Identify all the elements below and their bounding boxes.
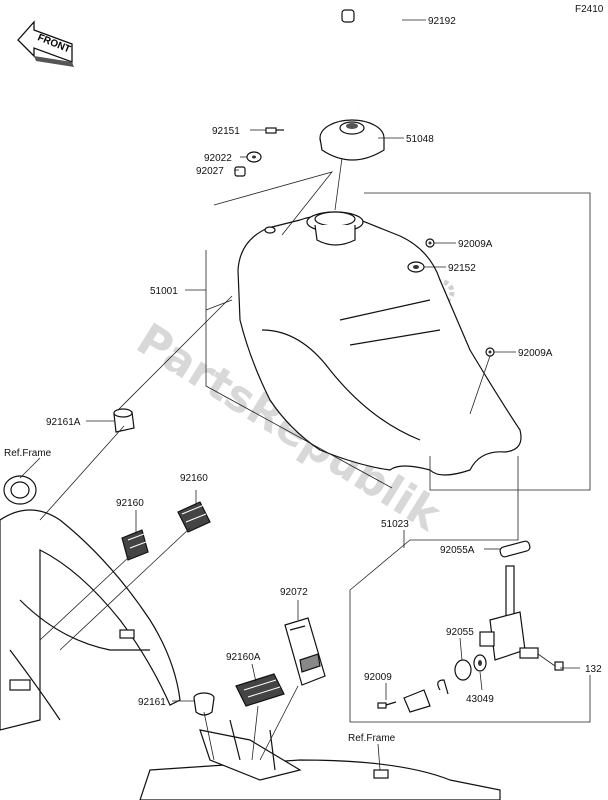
fuel-cap bbox=[319, 119, 385, 161]
frame-left bbox=[0, 475, 181, 731]
label-92009a-upper: 92009A bbox=[458, 239, 493, 250]
pad-92072 bbox=[284, 617, 326, 686]
figure-code: F2410 bbox=[575, 4, 604, 15]
bolt-92009a-lower bbox=[485, 347, 495, 357]
label-92160-right: 92160 bbox=[180, 473, 208, 484]
label-92055: 92055 bbox=[446, 627, 474, 638]
washer-92152 bbox=[407, 261, 425, 273]
label-92161: 92161 bbox=[138, 697, 166, 708]
label-92055a: 92055A bbox=[440, 545, 475, 556]
label-51048: 51048 bbox=[406, 134, 434, 145]
grommet-92161a bbox=[113, 408, 135, 433]
bolt-132 bbox=[554, 661, 564, 671]
label-92027: 92027 bbox=[196, 166, 224, 177]
leader-lines bbox=[19, 19, 591, 771]
label-92009: 92009 bbox=[364, 672, 392, 683]
label-92151: 92151 bbox=[212, 126, 240, 137]
label-92192: 92192 bbox=[428, 16, 456, 27]
label-92160-left: 92160 bbox=[116, 498, 144, 509]
pad-92160a bbox=[235, 673, 285, 707]
washer-92022 bbox=[246, 151, 262, 163]
bolt-92009a-upper bbox=[425, 238, 435, 248]
fuel-cock bbox=[479, 565, 539, 661]
label-51023: 51023 bbox=[381, 519, 409, 530]
gasket-92055a bbox=[499, 540, 531, 558]
breather-hose bbox=[341, 9, 402, 111]
bolt-92151 bbox=[265, 127, 284, 134]
ref-frame-left: Ref.Frame bbox=[4, 448, 52, 459]
bracket-part bbox=[403, 679, 449, 713]
pad-92160-right bbox=[177, 501, 211, 533]
label-132: 132 bbox=[585, 664, 602, 675]
o-ring-92055 bbox=[454, 659, 472, 681]
collar-92027 bbox=[234, 166, 246, 177]
front-arrow-icon: FRONT bbox=[17, 20, 74, 67]
frame-bottom bbox=[139, 719, 501, 800]
label-92160a: 92160A bbox=[226, 652, 261, 663]
washer-43049 bbox=[473, 654, 487, 672]
grommet-92161 bbox=[193, 692, 215, 716]
label-92009a-lower: 92009A bbox=[518, 348, 553, 359]
label-43049: 43049 bbox=[466, 694, 494, 705]
label-92161a: 92161A bbox=[46, 417, 81, 428]
label-92022: 92022 bbox=[204, 153, 232, 164]
pad-92160-left bbox=[121, 529, 149, 561]
label-51001: 51001 bbox=[150, 286, 178, 297]
label-92072: 92072 bbox=[280, 587, 308, 598]
fuel-tank bbox=[237, 211, 522, 476]
bolt-92009 bbox=[377, 701, 397, 709]
ref-frame-bottom: Ref.Frame bbox=[348, 733, 396, 744]
label-92152: 92152 bbox=[448, 263, 476, 274]
